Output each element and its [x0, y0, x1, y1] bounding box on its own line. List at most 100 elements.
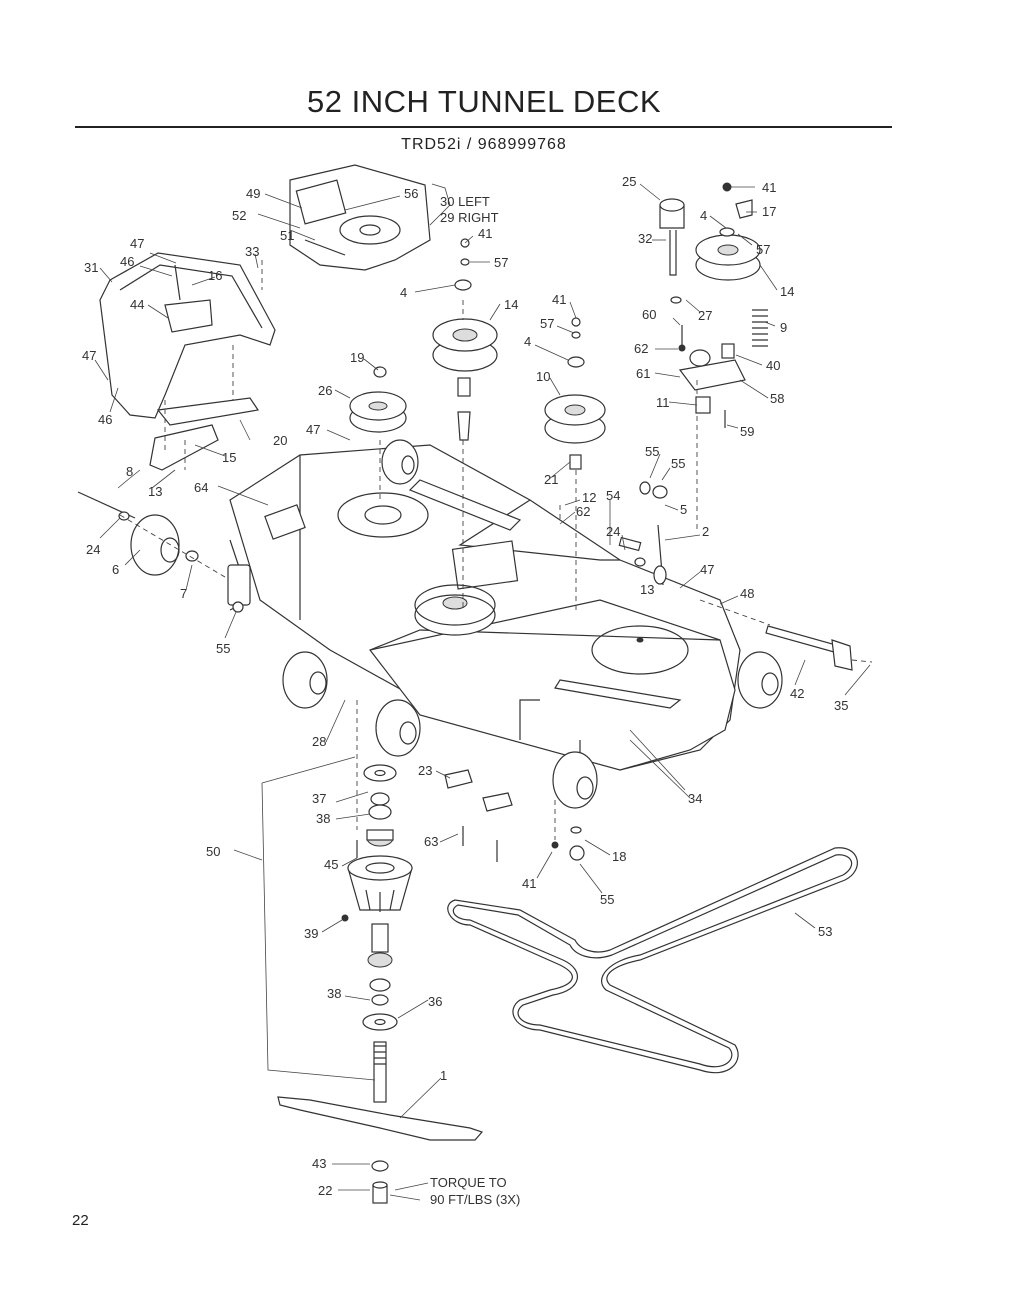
callout-31: 31	[84, 260, 98, 275]
callout-26: 26	[318, 383, 332, 398]
leader-lines	[94, 183, 871, 1201]
callout-39: 39	[304, 926, 318, 941]
deck-wheel-center-front	[375, 699, 421, 757]
callout-55-b: 55	[671, 456, 685, 471]
callout-57-c: 57	[756, 242, 770, 257]
callout-18: 18	[612, 849, 626, 864]
deck-spindle-pulley	[414, 584, 496, 636]
callout-41-b: 41	[552, 292, 566, 307]
callout-41-c: 41	[762, 180, 776, 195]
callout-10: 10	[536, 369, 550, 384]
deck-wheel-left-rear	[381, 439, 419, 485]
callout-42: 42	[790, 686, 804, 701]
callout-22: 22	[318, 1183, 332, 1198]
tensioner-assembly	[659, 182, 768, 530]
callout-12: 12	[582, 490, 596, 505]
callout-56: 56	[404, 186, 418, 201]
callout-64: 64	[194, 480, 208, 495]
deck-lift-rod	[699, 599, 873, 671]
callout-28: 28	[312, 734, 326, 749]
page-title: 52 INCH TUNNEL DECK	[306, 84, 662, 119]
callout-36: 36	[428, 994, 442, 1009]
callout-40: 40	[766, 358, 780, 373]
callout-54: 54	[606, 488, 620, 503]
callout-57-a: 57	[494, 255, 508, 270]
callout-47-c: 47	[306, 422, 320, 437]
callout-30-left: 30 LEFT	[440, 194, 490, 209]
callout-41-d: 41	[522, 876, 536, 891]
callout-49: 49	[246, 186, 260, 201]
callout-38-a: 38	[316, 811, 330, 826]
model-number: TRD52i / 968999768	[401, 136, 567, 153]
title-rule	[75, 126, 892, 128]
callout-46-b: 46	[98, 412, 112, 427]
callout-62-b: 62	[576, 504, 590, 519]
callout-4-c: 4	[700, 208, 707, 223]
callout-9: 9	[780, 320, 787, 335]
callout-5: 5	[680, 502, 687, 517]
callout-34: 34	[688, 791, 702, 806]
callout-33: 33	[245, 244, 259, 259]
idler-pulley-14-center	[432, 238, 498, 441]
callout-1: 1	[440, 1068, 447, 1083]
pulley-26	[349, 366, 407, 433]
deck-bracket-15	[149, 424, 219, 471]
callout-2: 2	[702, 524, 709, 539]
callout-63: 63	[424, 834, 438, 849]
belt-shield-cover	[289, 164, 431, 271]
callout-13: 13	[148, 484, 162, 499]
callout-32: 32	[638, 231, 652, 246]
callout-55-a: 55	[645, 444, 659, 459]
callout-48: 48	[740, 586, 754, 601]
callout-62-a: 62	[634, 341, 648, 356]
callout-37: 37	[312, 791, 326, 806]
callout-15: 15	[222, 450, 236, 465]
callout-47-a: 47	[130, 236, 144, 251]
callout-24-a: 24	[86, 542, 100, 557]
callout-19: 19	[350, 350, 364, 365]
callout-11: 11	[656, 395, 670, 410]
gauge-wheel-left	[77, 491, 251, 613]
callout-45: 45	[324, 857, 338, 872]
callout-51: 51	[280, 228, 294, 243]
callout-27: 27	[698, 308, 712, 323]
callout-6: 6	[112, 562, 119, 577]
callout-59: 59	[740, 424, 754, 439]
deck-wheel-right-rear	[737, 651, 783, 709]
callout-50: 50	[206, 844, 220, 859]
callout-38-b: 38	[327, 986, 341, 1001]
callout-61: 61	[636, 366, 650, 381]
callout-25: 25	[622, 174, 636, 189]
callout-58: 58	[770, 391, 784, 406]
callout-29-right: 29 RIGHT	[440, 210, 499, 225]
callout-47-d: 47	[700, 562, 714, 577]
callout-23: 23	[418, 763, 432, 778]
callout-4-b: 4	[524, 334, 531, 349]
callout-14-b: 14	[780, 284, 794, 299]
callout-17: 17	[762, 204, 776, 219]
callout-47-b: 47	[82, 348, 96, 363]
callout-21: 21	[544, 472, 558, 487]
callout-41-a: 41	[478, 226, 492, 241]
callout-57-b: 57	[540, 316, 554, 331]
callout-60: 60	[642, 307, 656, 322]
torque-note-line1: TORQUE TO	[430, 1175, 507, 1190]
deck-bracket-20	[156, 397, 260, 426]
callout-44: 44	[130, 297, 144, 312]
callout-53: 53	[818, 924, 832, 939]
deck-baffle-plates	[444, 769, 585, 862]
idler-pulley-10	[544, 317, 606, 470]
callout-8: 8	[126, 464, 133, 479]
torque-note-line2: 90 FT/LBS (3X)	[430, 1192, 520, 1207]
assembly-lines	[164, 260, 698, 840]
spindle-assembly	[261, 756, 484, 1204]
callout-14-a: 14	[504, 297, 518, 312]
callout-55-c: 55	[216, 641, 230, 656]
callout-16: 16	[208, 268, 222, 283]
callout-43: 43	[312, 1156, 326, 1171]
callout-labels: 49 52 56 30 LEFT 29 RIGHT 51 41 57 4 14 …	[82, 174, 848, 1207]
callout-24-b: 24	[606, 524, 620, 539]
callout-4-a: 4	[400, 285, 407, 300]
callout-52: 52	[232, 208, 246, 223]
